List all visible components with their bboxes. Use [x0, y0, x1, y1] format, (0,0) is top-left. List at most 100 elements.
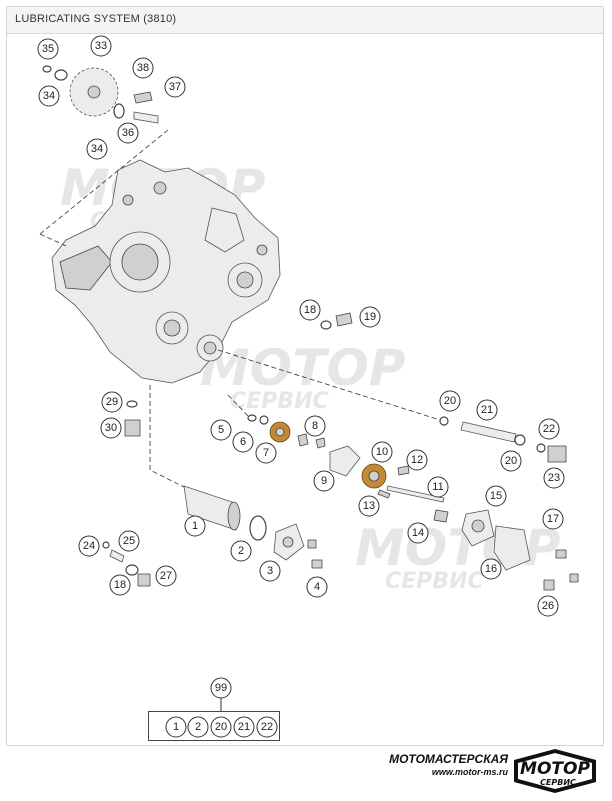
- svg-text:20: 20: [505, 455, 517, 467]
- callout-1[interactable]: 1: [184, 515, 206, 537]
- svg-text:35: 35: [42, 43, 54, 55]
- svg-text:36: 36: [122, 127, 134, 139]
- svg-text:38: 38: [137, 62, 149, 74]
- callout-27[interactable]: 27: [155, 565, 177, 587]
- callout-10[interactable]: 10: [371, 441, 393, 463]
- callout-18-bottom[interactable]: 18: [109, 574, 131, 596]
- callout-34-bottom[interactable]: 34: [86, 138, 108, 160]
- callout-23[interactable]: 23: [543, 467, 565, 489]
- svg-text:2: 2: [238, 545, 244, 557]
- callout-6[interactable]: 6: [232, 431, 254, 453]
- scavenge-pump-assembly: [433, 509, 579, 591]
- svg-text:10: 10: [376, 446, 388, 458]
- bypass-valve-group: [102, 541, 151, 587]
- crankcase-illustration: [51, 159, 281, 384]
- svg-text:12: 12: [411, 454, 423, 466]
- diagram-frame: LUBRICATING SYSTEM (3810): [6, 6, 604, 746]
- oil-pump-gear-group: [39, 65, 169, 247]
- logo-hexagon-inner: [518, 753, 592, 789]
- callout-20-top[interactable]: 20: [439, 390, 461, 412]
- callout-15[interactable]: 15: [485, 485, 507, 507]
- callout-33[interactable]: 33: [90, 35, 112, 57]
- svg-text:21: 21: [481, 404, 493, 416]
- callout-22[interactable]: 22: [538, 418, 560, 440]
- svg-text:23: 23: [548, 472, 560, 484]
- brand-url[interactable]: www.motor-ms.ru: [431, 767, 508, 777]
- callout-30[interactable]: 30: [100, 417, 122, 439]
- callout-37[interactable]: 37: [164, 76, 186, 98]
- svg-text:34: 34: [43, 90, 55, 102]
- svg-text:8: 8: [312, 420, 318, 432]
- callout-12[interactable]: 12: [406, 449, 428, 471]
- callout-11[interactable]: 11: [427, 476, 449, 498]
- callout-21[interactable]: 21: [476, 399, 498, 421]
- svg-text:13: 13: [363, 500, 375, 512]
- svg-text:3: 3: [267, 565, 273, 577]
- logo-sub-text: СЕРВИС: [540, 778, 576, 787]
- svg-text:7: 7: [263, 447, 269, 459]
- callout-99[interactable]: 99: [210, 677, 232, 699]
- svg-text:16: 16: [485, 563, 497, 575]
- watermark-main-2: MOTOP: [200, 339, 406, 397]
- callout-35[interactable]: 35: [37, 38, 59, 60]
- watermark-sub-2: СЕРВИС: [230, 389, 329, 414]
- svg-text:27: 27: [160, 570, 172, 582]
- svg-text:24: 24: [83, 540, 95, 552]
- callout-7[interactable]: 7: [255, 442, 277, 464]
- logo-main-text: MOTOP: [520, 759, 590, 779]
- callout-8[interactable]: 8: [304, 415, 326, 437]
- callout-14[interactable]: 14: [407, 522, 429, 544]
- brand-logo: MOTOP СЕРВИС: [514, 749, 596, 793]
- title-bar: LUBRICATING SYSTEM (3810): [7, 7, 603, 34]
- callout-3[interactable]: 3: [259, 560, 281, 582]
- callout-38[interactable]: 38: [132, 57, 154, 79]
- svg-text:30: 30: [105, 422, 117, 434]
- callout-17[interactable]: 17: [542, 508, 564, 530]
- callout-20-bottom[interactable]: 20: [500, 450, 522, 472]
- svg-text:4: 4: [314, 581, 320, 593]
- svg-text:18: 18: [304, 304, 316, 316]
- pressure-fittings-group: [217, 312, 567, 463]
- svg-text:20: 20: [444, 395, 456, 407]
- svg-text:9: 9: [321, 475, 327, 487]
- brand-text: МОТОМАСТЕРСКАЯ www.motor-ms.ru: [358, 752, 508, 777]
- callout-5[interactable]: 5: [210, 419, 232, 441]
- diagram-title: LUBRICATING SYSTEM (3810): [15, 13, 177, 25]
- brand-name: МОТОМАСТЕРСКАЯ: [389, 752, 508, 766]
- callout-9[interactable]: 9: [313, 470, 335, 492]
- svg-text:5: 5: [218, 424, 224, 436]
- callout-34-top[interactable]: 34: [38, 85, 60, 107]
- svg-text:15: 15: [490, 490, 502, 502]
- oil-pump-assembly: [227, 394, 445, 503]
- callout-2[interactable]: 2: [230, 540, 252, 562]
- callout-13[interactable]: 13: [358, 495, 380, 517]
- callout-29[interactable]: 29: [101, 391, 123, 413]
- svg-text:14: 14: [412, 527, 424, 539]
- watermark-sub-3: СЕРВИС: [385, 569, 484, 594]
- svg-text:18: 18: [114, 579, 126, 591]
- svg-text:33: 33: [95, 40, 107, 52]
- callout-19[interactable]: 19: [359, 306, 381, 328]
- svg-text:25: 25: [123, 535, 135, 547]
- svg-text:22: 22: [543, 423, 555, 435]
- svg-text:99: 99: [215, 682, 227, 694]
- callout-26[interactable]: 26: [537, 595, 559, 617]
- svg-text:37: 37: [169, 81, 181, 93]
- svg-text:26: 26: [542, 600, 554, 612]
- drain-plug-group: [124, 400, 141, 437]
- callout-18-top[interactable]: 18: [299, 299, 321, 321]
- kit-box: [148, 711, 280, 741]
- callout-16[interactable]: 16: [480, 558, 502, 580]
- callout-24[interactable]: 24: [78, 535, 100, 557]
- svg-text:29: 29: [106, 396, 118, 408]
- svg-text:6: 6: [240, 436, 246, 448]
- svg-text:34: 34: [91, 143, 103, 155]
- svg-text:11: 11: [432, 481, 443, 493]
- svg-text:17: 17: [547, 513, 559, 525]
- callout-4[interactable]: 4: [306, 576, 328, 598]
- callout-25[interactable]: 25: [118, 530, 140, 552]
- svg-text:1: 1: [192, 520, 198, 532]
- oil-filter-group: [149, 385, 323, 569]
- callout-36[interactable]: 36: [117, 122, 139, 144]
